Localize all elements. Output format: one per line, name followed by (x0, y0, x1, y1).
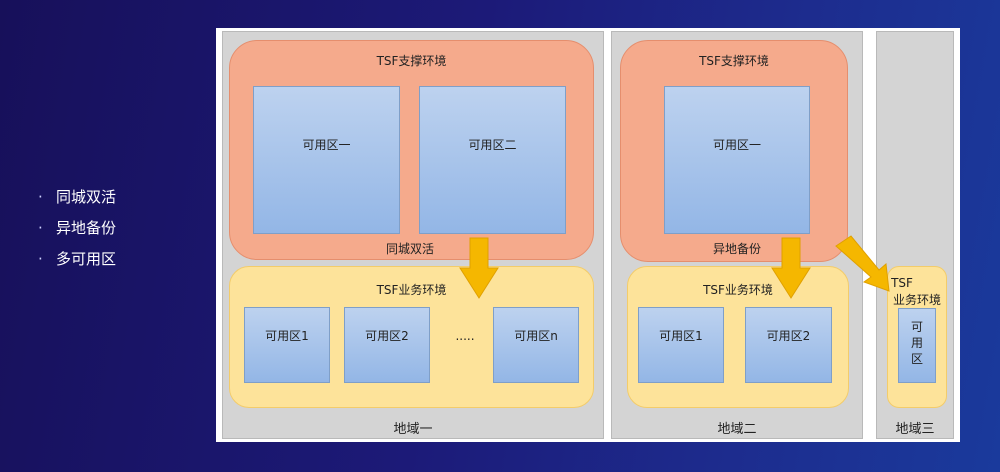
zone-label: 可用区2 (766, 329, 811, 343)
bullet-item: · 异地备份 (38, 217, 116, 248)
zone-box (344, 307, 430, 383)
zone-label: 可用区2 (365, 329, 409, 343)
bullet-text: 同城双活 (56, 188, 117, 206)
business-env-title-line1: TSF (891, 276, 913, 290)
bullet-dot-icon: · (38, 219, 43, 237)
diagonal-arrow-icon (835, 235, 890, 292)
zone-label: 可用区1 (659, 329, 703, 343)
business-env-title: TSF业务环境 (376, 283, 447, 297)
zone-box (244, 307, 330, 383)
support-env-caption: 同城双活 (385, 242, 434, 256)
zone-label: 可用区1 (265, 329, 309, 343)
region-label: 地域二 (717, 422, 757, 437)
support-env-title: TSF支撑环境 (376, 54, 447, 68)
ellipsis: ..... (455, 329, 475, 343)
zone-label: 可用区一 (302, 138, 351, 152)
down-arrow-icon (771, 237, 811, 299)
bullet-list: · 同城双活 · 异地备份 · 多可用区 (38, 186, 116, 279)
zone-label: 可用区一 (712, 138, 761, 152)
region-label: 地域一 (393, 422, 433, 437)
zone-label: 可用区二 (468, 138, 517, 152)
zone-label: 可 用 区 (910, 320, 923, 366)
region-label: 地域三 (895, 422, 935, 437)
zone-box (493, 307, 579, 383)
bullet-text: 多可用区 (56, 250, 117, 268)
bullet-dot-icon: · (38, 188, 43, 206)
zone-box (745, 307, 832, 383)
bullet-text: 异地备份 (56, 219, 117, 237)
zone-label: 可用区n (514, 329, 558, 343)
business-env-title: TSF业务环境 (703, 283, 773, 297)
zone-box (664, 86, 810, 234)
zone-box (253, 86, 400, 234)
bullet-dot-icon: · (38, 250, 43, 268)
bullet-item: · 同城双活 (38, 186, 116, 217)
zone-box (638, 307, 724, 383)
down-arrow-icon (459, 237, 499, 299)
zone-box (419, 86, 566, 234)
zone-box (898, 308, 936, 383)
support-env-title: TSF支撑环境 (699, 54, 769, 68)
bullet-item: · 多可用区 (38, 248, 116, 279)
business-env-title-line2: 业务环境 (892, 293, 941, 307)
support-env-caption: 异地备份 (712, 242, 761, 256)
